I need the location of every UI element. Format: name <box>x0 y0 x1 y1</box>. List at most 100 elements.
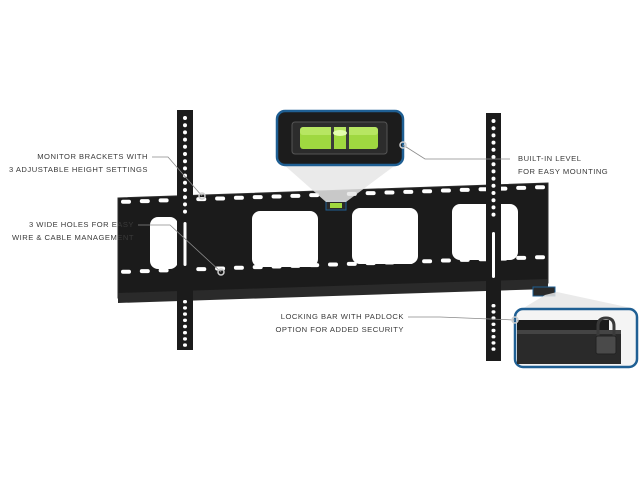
callout-lines <box>138 141 519 324</box>
bracket-hole <box>491 155 496 159</box>
bracket-hole <box>183 331 187 335</box>
bracket-hole <box>183 123 187 128</box>
level-callout-line1: BUILT-IN LEVEL <box>518 154 582 163</box>
brackets-callout: MONITOR BRACKETS WITH 3 ADJUSTABLE HEIGH… <box>9 151 148 176</box>
mount-slot <box>139 199 150 204</box>
wide-hole-1 <box>252 211 318 267</box>
bracket-hole <box>183 337 187 341</box>
brackets-callout-line2: 3 ADJUSTABLE HEIGHT SETTINGS <box>8 164 148 174</box>
bracket-hole <box>183 180 187 185</box>
mount-slot <box>459 257 470 262</box>
mount-slot <box>233 265 244 270</box>
bracket-hole <box>183 209 187 214</box>
mount-slot <box>215 196 226 201</box>
bracket-hole <box>491 328 496 333</box>
bracket-hole <box>183 202 187 207</box>
bracket-hole <box>491 169 496 174</box>
locking-bar-inset <box>513 307 639 369</box>
bracket-hole <box>491 191 496 195</box>
bracket-hole <box>183 188 187 192</box>
holes-callout-line <box>138 224 222 273</box>
bracket-slot <box>183 222 187 266</box>
mount-slot <box>158 198 169 203</box>
bracket-hole <box>183 130 187 135</box>
mount-slot <box>121 199 131 204</box>
level-zoom-funnel <box>283 164 397 202</box>
brackets-callout-line1: MONITOR BRACKETS WITH <box>37 152 148 161</box>
mount-slot <box>233 195 244 200</box>
end-cutout-left <box>150 217 178 269</box>
bracket-hole <box>491 147 496 152</box>
mount-slot <box>290 263 301 268</box>
mount-slot <box>158 268 169 273</box>
mount-slot <box>309 263 320 268</box>
mount-slot <box>271 194 282 199</box>
mount-slot <box>516 255 527 260</box>
mount-slot <box>196 267 207 272</box>
bracket-hole <box>183 300 187 304</box>
bracket-hole <box>183 324 187 329</box>
mount-slot <box>422 259 433 264</box>
mount-slot <box>384 260 395 265</box>
level-inset <box>275 109 405 167</box>
bracket-hole <box>491 347 496 351</box>
bracket-hole <box>491 212 496 217</box>
mount-slot <box>422 189 433 194</box>
mount-slot <box>139 269 150 274</box>
mount-slot <box>403 259 414 264</box>
holes-callout-line2: WIRE & CABLE MANAGEMENT <box>11 232 134 242</box>
bracket-hole <box>491 205 496 210</box>
bracket-hole <box>491 198 496 203</box>
mount-slot <box>252 195 263 200</box>
locking-zoom-funnel <box>517 292 636 312</box>
bracket-hole <box>491 119 496 123</box>
bracket-hole <box>491 176 496 181</box>
mount-slot <box>535 185 545 190</box>
top-slot-row <box>121 185 545 204</box>
bracket-hole <box>491 126 496 131</box>
bracket-hole <box>491 162 496 167</box>
bracket-hole <box>183 343 187 347</box>
mount-slot <box>440 258 451 263</box>
bottom-slot-row <box>121 255 545 274</box>
bracket-hole <box>491 304 496 308</box>
bracket-hole <box>491 310 496 314</box>
bracket-hole <box>491 335 496 339</box>
mount-slot <box>121 269 131 274</box>
mount-slot <box>271 264 282 269</box>
locking-callout-line2: OPTION FOR ADDED SECURITY <box>275 324 404 334</box>
wide-hole-3 <box>452 204 518 260</box>
left-monitor-bracket <box>177 110 193 350</box>
bracket-hole <box>183 116 187 120</box>
mount-slot <box>290 193 301 198</box>
mount-slot <box>459 187 470 192</box>
mount-slot <box>328 262 338 267</box>
bracket-callout-line <box>152 156 203 197</box>
mount-slot <box>384 190 395 195</box>
bracket-hole <box>491 133 496 138</box>
bracket-hole <box>183 144 187 149</box>
locking-callout-line <box>408 316 516 321</box>
bracket-hole <box>491 322 496 326</box>
locking-callout: LOCKING BAR WITH PADLOCK OPTION FOR ADDE… <box>275 311 404 336</box>
locking-callout-line1: LOCKING BAR WITH PADLOCK <box>280 312 404 321</box>
bracket-hole <box>183 137 187 142</box>
bracket-hole <box>183 318 187 322</box>
bracket-hole <box>491 140 496 145</box>
cable-holes <box>150 204 518 269</box>
bracket-slot <box>492 232 495 278</box>
wall-plate <box>117 182 549 303</box>
wide-hole-2 <box>352 208 418 264</box>
right-monitor-bracket <box>486 113 501 361</box>
mount-slot <box>516 185 527 190</box>
level-callout-line <box>402 144 510 160</box>
bracket-hole <box>183 166 187 171</box>
mount-slot <box>535 255 545 260</box>
bracket-hole <box>491 183 496 188</box>
mount-slot <box>346 261 357 266</box>
mount-slot <box>440 188 451 193</box>
bracket-hole <box>183 152 187 156</box>
level-callout: BUILT-IN LEVEL FOR EASY MOUNTING <box>518 153 608 178</box>
built-in-level-small <box>325 200 347 211</box>
